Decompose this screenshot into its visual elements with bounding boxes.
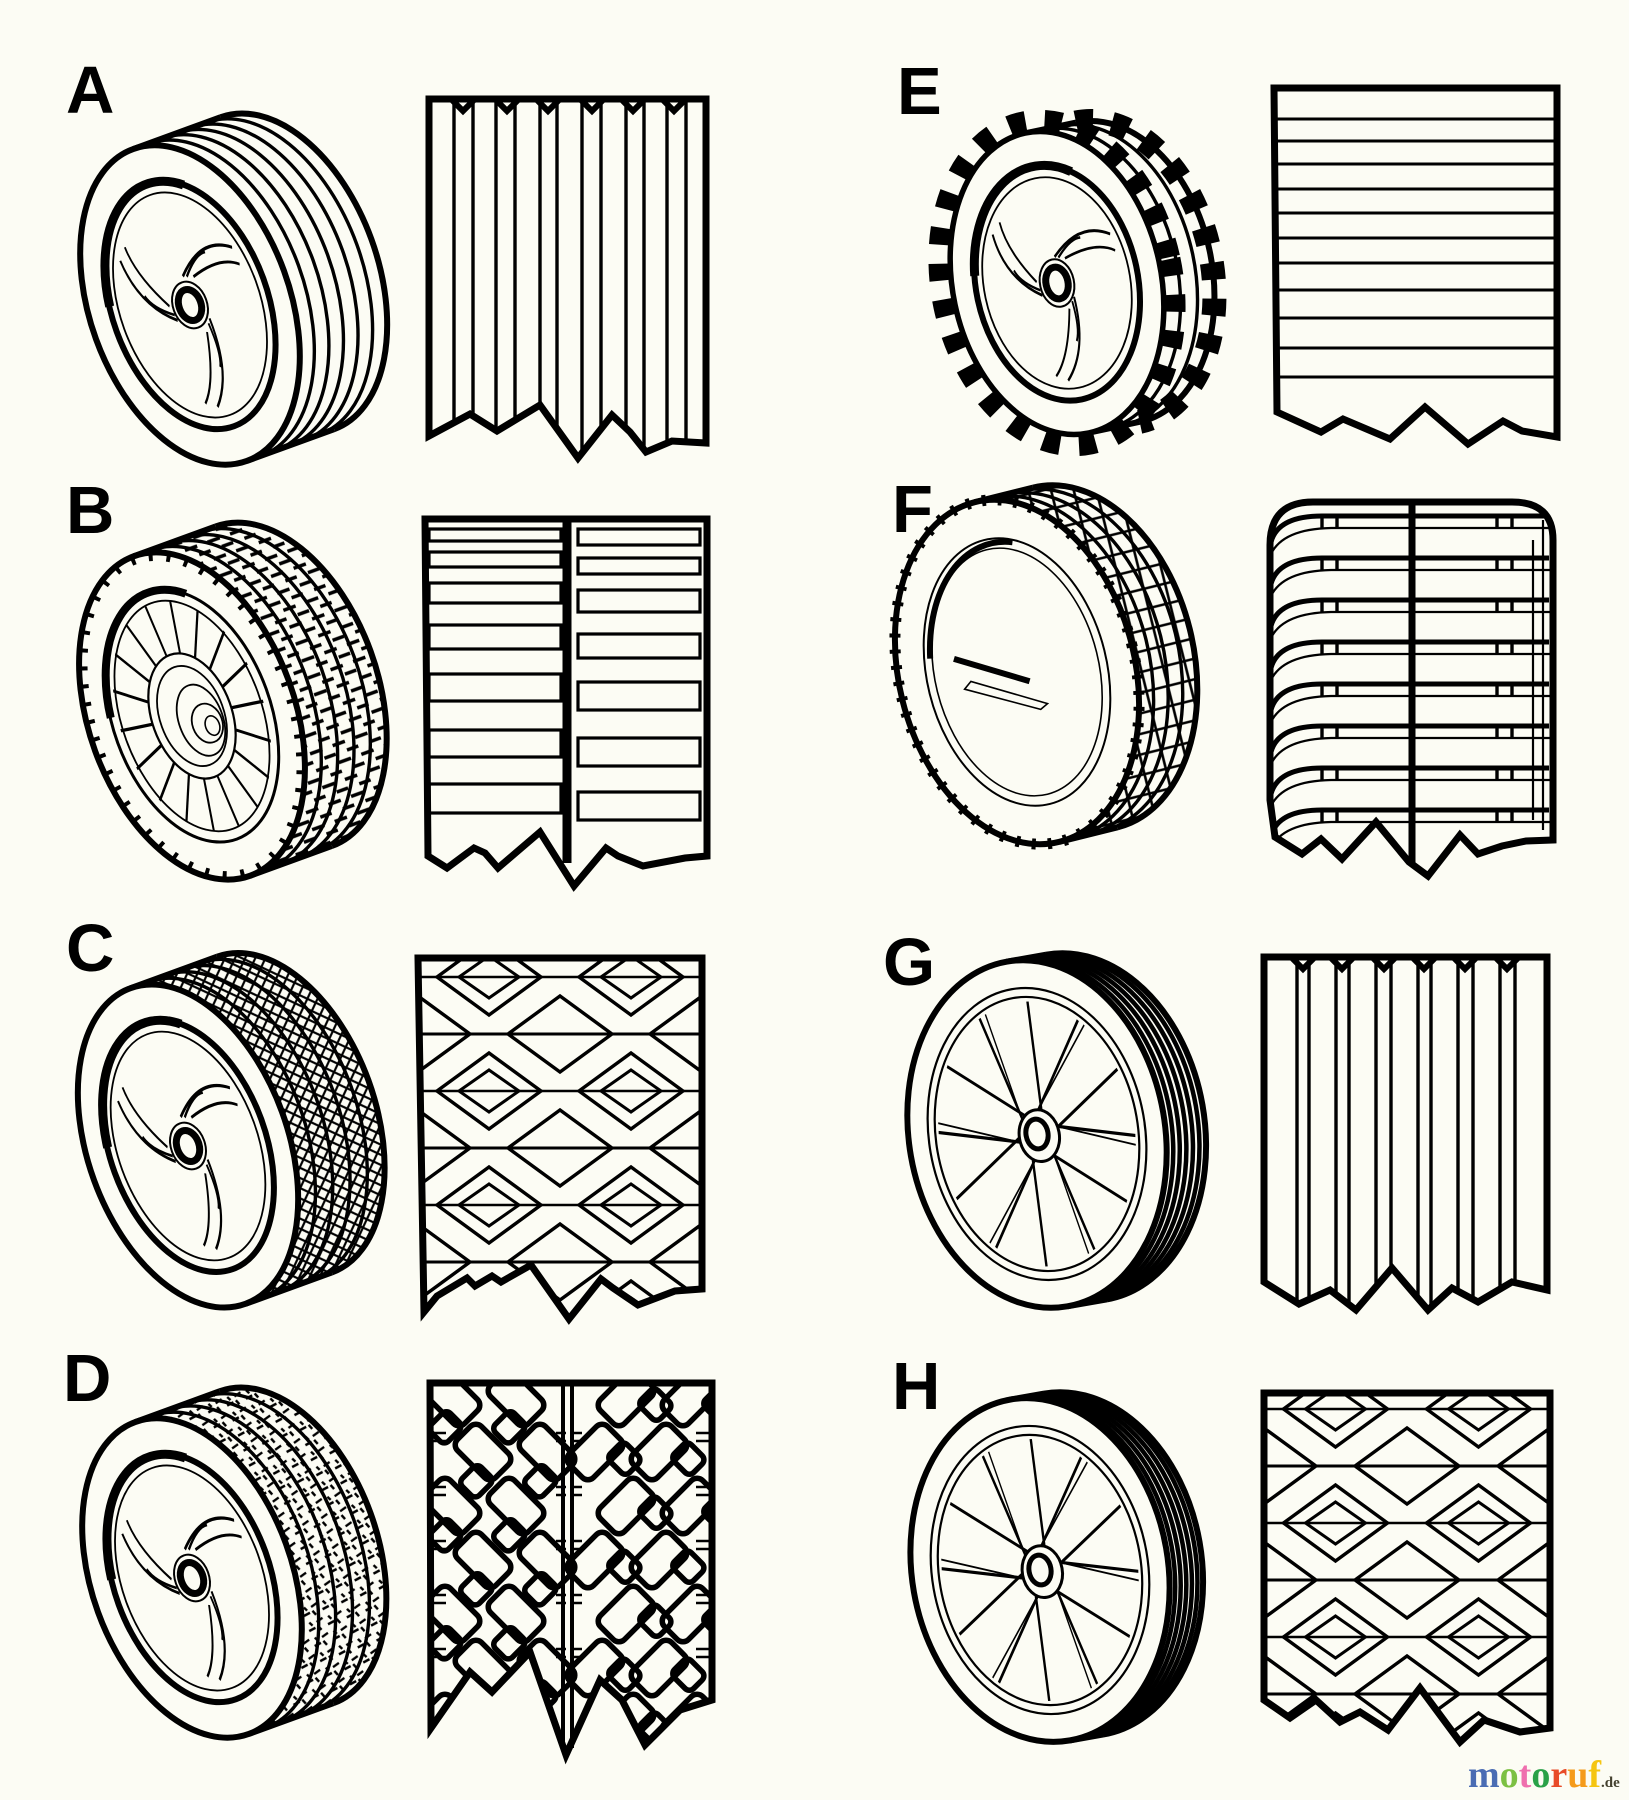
svg-text:E: E [897,54,942,129]
svg-text:B: B [66,473,114,548]
svg-text:G: G [883,925,935,1000]
svg-text:D: D [63,1341,111,1416]
svg-text:C: C [66,911,114,986]
svg-text:motoruf.de: motoruf.de [1468,1754,1620,1796]
svg-text:A: A [66,53,114,128]
svg-text:H: H [892,1349,940,1424]
